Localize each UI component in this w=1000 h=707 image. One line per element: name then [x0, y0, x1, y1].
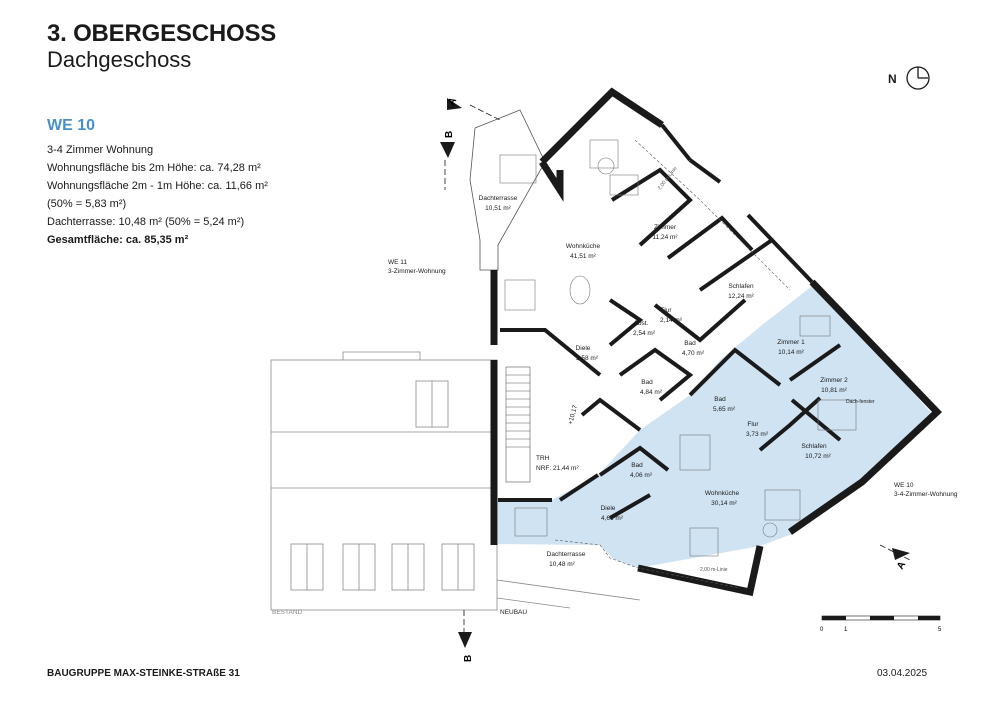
room-name: Flur — [660, 307, 672, 314]
neubau-label: NEUBAU — [500, 609, 527, 616]
room-name: Zimmer — [654, 224, 677, 231]
footer-date: 03.04.2025 — [877, 668, 928, 679]
scale-tick: 5 — [938, 627, 942, 633]
room-area: 4,66 m² — [601, 515, 624, 522]
compass-icon — [906, 66, 930, 90]
info-line: (50% = 5,83 m²) — [47, 198, 127, 210]
room-name: Bad — [684, 340, 696, 347]
room-name: Diele — [576, 345, 591, 352]
section-a-bottom: A — [895, 560, 908, 572]
room-area: 41,51 m² — [570, 253, 596, 260]
we10-label: WE 10 — [894, 482, 914, 489]
room-name: Bad — [631, 462, 643, 469]
section-markers — [440, 98, 911, 648]
room-area: 3,58 m² — [576, 355, 599, 362]
info-total: Gesamtfläche: ca. 85,35 m² — [47, 234, 189, 246]
unit-name: WE 10 — [47, 117, 96, 134]
room-name: Zimmer 1 — [777, 339, 805, 346]
scale-bar: 0 1 5 — [820, 615, 942, 633]
info-line: Wohnungsfläche bis 2m Höhe: ca. 74,28 m² — [47, 162, 261, 174]
room-name: Bad — [714, 396, 726, 403]
misc-labels: WE 11 3-Zimmer-Wohnung WE 10 3-4-Zimmer-… — [272, 166, 958, 616]
section-b-top: B — [444, 131, 455, 138]
room-area: 3,73 m² — [746, 431, 769, 438]
room-area: 4,06 m² — [630, 472, 653, 479]
nrf-label: NRF: 21,44 m² — [536, 465, 579, 472]
furniture — [499, 139, 857, 557]
room-name: Zimmer 2 — [820, 377, 848, 384]
existing-building — [270, 351, 641, 611]
room-area: 2,54 m² — [633, 330, 656, 337]
info-line: Dachterrasse: 10,48 m² (50% = 5,24 m²) — [47, 216, 245, 228]
room-area: 12,24 m² — [728, 293, 754, 300]
bestand-label: BESTAND — [272, 609, 303, 616]
we11-label: WE 11 — [388, 259, 407, 266]
room-area: 10,14 m² — [778, 349, 804, 356]
room-area: 2,14 m² — [660, 317, 683, 324]
staircase — [505, 366, 531, 483]
room-area: 10,72 m² — [805, 453, 831, 460]
room-area: 30,14 m² — [711, 500, 737, 507]
room-area: 10,51 m² — [485, 205, 511, 212]
room-name: Dachterrasse — [547, 551, 586, 558]
info-line: 3-4 Zimmer Wohnung — [47, 144, 154, 156]
room-name: Dachterrasse — [479, 195, 518, 202]
room-area: 10,48 m² — [549, 561, 575, 568]
outer-walls — [490, 87, 942, 597]
room-area: 5,65 m² — [713, 406, 736, 413]
north-label: N — [888, 72, 897, 86]
room-name: Diele — [601, 505, 616, 512]
scale-tick: 1 — [844, 627, 848, 633]
inner-walls — [498, 123, 842, 520]
terrace-upper — [469, 109, 546, 271]
trh-label: TRH — [536, 455, 550, 462]
room-name: Abst. — [634, 320, 649, 327]
2m-line — [554, 139, 791, 589]
room-name: Flur — [747, 421, 759, 428]
room-name: Wohnküche — [566, 243, 601, 250]
room-name: Schlafen — [801, 443, 827, 450]
page-title: 3. OBERGESCHOSS — [47, 20, 277, 47]
room-area: 4,70 m² — [682, 350, 705, 357]
footer-project: BAUGRUPPE MAX-STEINKE-STRAßE 31 — [47, 668, 240, 679]
room-area: 10,81 m² — [821, 387, 847, 394]
section-b-bottom: B — [463, 655, 474, 662]
two-meter-line-label: 2,00 m-Linie — [700, 567, 728, 573]
room-name: Schlafen — [728, 283, 754, 290]
room-area: 11,24 m² — [652, 234, 678, 241]
room-name: Wohnküche — [705, 490, 740, 497]
section-a-top: A — [446, 96, 459, 108]
unit-info: 3-4 Zimmer Wohnung Wohnungsfläche bis 2m… — [47, 141, 268, 249]
north-arrow: N — [888, 65, 938, 93]
height-label: +10,17 — [567, 404, 579, 426]
page-subtitle: Dachgeschoss — [47, 47, 192, 72]
we10-type: 3-4-Zimmer-Wohnung — [894, 491, 958, 498]
room-name: Bad — [641, 379, 653, 386]
room-labels: Dachterrasse 10,51 m² Wohnküche 41,51 m²… — [479, 195, 848, 568]
room-area: 4,84 m² — [640, 389, 663, 396]
scale-tick: 0 — [820, 627, 824, 633]
info-line: Wohnungsfläche 2m - 1m Höhe: ca. 11,66 m… — [47, 180, 268, 192]
we11-type: 3-Zimmer-Wohnung — [388, 268, 446, 275]
dachfenster-label: Dach-fenster — [846, 399, 875, 405]
